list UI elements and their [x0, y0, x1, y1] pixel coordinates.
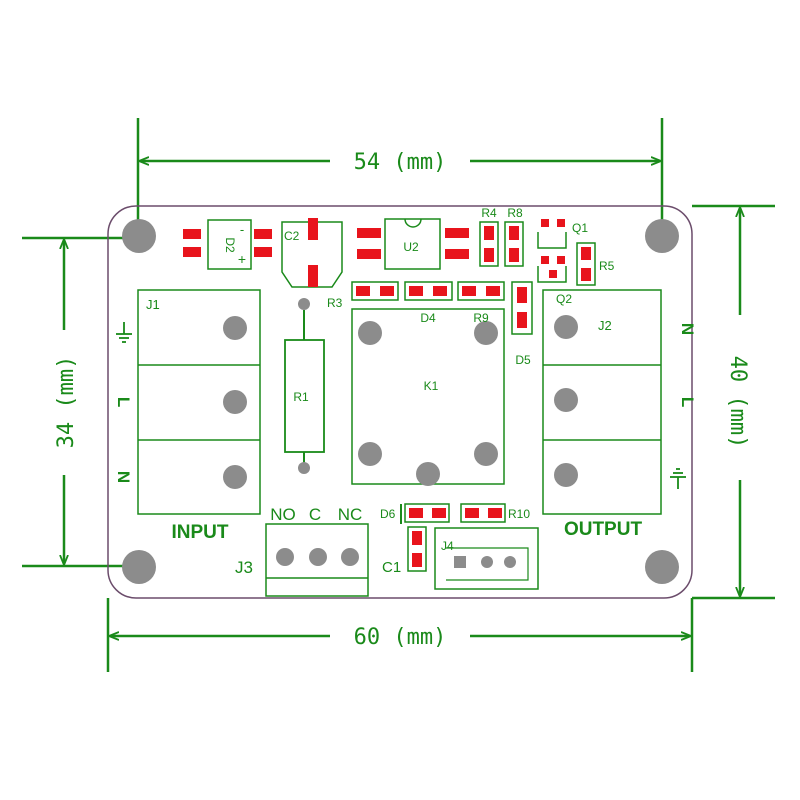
dimension-right-40 [692, 204, 775, 600]
label-j1: J1 [146, 297, 160, 312]
label-input: INPUT [172, 522, 229, 543]
dimension-left-34 [22, 236, 140, 568]
diode-d2 [183, 219, 272, 270]
label-d5: D5 [515, 353, 531, 367]
label-c: C [309, 505, 321, 524]
terminal-j2 [542, 289, 662, 515]
label-r4: R4 [481, 206, 497, 220]
label-r9: R9 [473, 311, 489, 325]
label-q2: Q2 [556, 292, 572, 306]
label-r1: R1 [293, 390, 309, 404]
label-no: NO [270, 505, 296, 524]
label-r3: R3 [327, 296, 343, 310]
dimension-bottom-label: 60 (mm) [354, 625, 447, 650]
ic-u2 [357, 218, 469, 270]
resistor-r8 [504, 221, 524, 267]
resistor-r9 [457, 281, 505, 301]
resistor-r3 [351, 281, 399, 301]
diode-d6 [400, 503, 450, 524]
resistor-r4 [479, 221, 499, 267]
label-r10: R10 [508, 507, 530, 521]
label-c1: C1 [382, 559, 401, 576]
dimension-left-label: 34 (mm) [54, 356, 79, 449]
label-d2: D2 [223, 237, 237, 253]
ground-icon [116, 322, 132, 343]
label-u2: U2 [403, 240, 419, 254]
diode-d5 [511, 281, 533, 335]
label-c2: C2 [284, 229, 300, 243]
capacitor-c2 [281, 218, 343, 288]
resistor-r1 [284, 298, 325, 474]
label-d6: D6 [380, 507, 396, 521]
label-nc: NC [338, 505, 363, 524]
label-k1: K1 [424, 379, 439, 393]
label-r5: R5 [599, 259, 615, 273]
label-right-n: N [678, 323, 697, 335]
dimension-bottom-60 [106, 598, 694, 672]
label-d2-plus: + [238, 251, 246, 267]
connector-j4 [434, 527, 539, 590]
relay-k1 [351, 308, 505, 486]
mounting-hole [645, 550, 679, 584]
label-j2: J2 [598, 318, 612, 333]
label-q1: Q1 [572, 221, 588, 235]
transistor-q1 [537, 219, 567, 283]
mounting-holes [122, 219, 679, 584]
resistor-r5 [576, 242, 596, 286]
label-right-l: L [678, 397, 697, 407]
label-j3: J3 [235, 558, 253, 577]
label-r8: R8 [507, 206, 523, 220]
label-d4: D4 [420, 311, 436, 325]
dimension-right-label: 40 (mm) [725, 356, 750, 449]
mounting-hole [645, 219, 679, 253]
diode-d4 [404, 281, 453, 301]
capacitor-c1 [407, 526, 427, 572]
label-output: OUTPUT [564, 519, 643, 540]
label-d2-minus: - [240, 222, 244, 237]
label-j4: J4 [441, 539, 454, 553]
label-left-n: N [114, 471, 133, 483]
dimension-top-label: 54 (mm) [354, 150, 447, 175]
label-left-l: L [114, 397, 133, 407]
resistor-r10 [460, 503, 506, 523]
ground-icon [670, 468, 686, 489]
board-outline [107, 205, 693, 599]
mounting-hole [122, 219, 156, 253]
terminal-j3 [265, 523, 369, 597]
terminal-j1 [137, 289, 261, 515]
mounting-hole [122, 550, 156, 584]
